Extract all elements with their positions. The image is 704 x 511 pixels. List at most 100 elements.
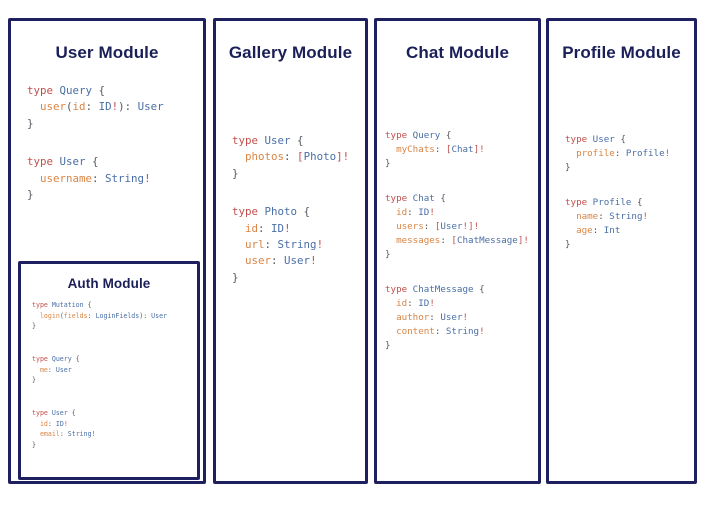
code-gap bbox=[385, 261, 538, 283]
code-block-gallery-module: type User { photos: [Photo]!}type Photo … bbox=[232, 133, 365, 286]
code-token: type bbox=[565, 197, 593, 209]
code-token: Chat bbox=[451, 143, 474, 155]
code-line: username: String! bbox=[27, 171, 203, 187]
code-token: Query bbox=[51, 355, 72, 364]
code-token: Profile bbox=[625, 147, 665, 159]
code-token bbox=[565, 148, 576, 159]
code-token: : bbox=[264, 238, 278, 252]
code-token: User bbox=[51, 409, 68, 418]
code-line: } bbox=[385, 339, 538, 353]
graphql-type-block: type Profile { name: String! age: Int} bbox=[565, 196, 694, 251]
code-token: { bbox=[440, 130, 452, 141]
code-token: user bbox=[40, 100, 67, 114]
code-token: Query bbox=[59, 84, 93, 97]
code-token: id bbox=[396, 298, 408, 310]
code-token: login bbox=[39, 311, 60, 320]
code-token: ! bbox=[342, 150, 350, 164]
code-token: } bbox=[385, 248, 391, 260]
graphql-type-block: type Chat { id: ID! users: [User!]! mess… bbox=[385, 192, 538, 261]
code-line: } bbox=[27, 187, 203, 203]
code-token bbox=[32, 420, 40, 428]
code-token: id bbox=[72, 100, 86, 114]
card-chat-module[interactable]: Chat Module type Query { myChats: [Chat]… bbox=[374, 18, 541, 484]
code-token: photos bbox=[245, 150, 285, 164]
code-token: id bbox=[245, 221, 259, 235]
code-token: ChatMessage bbox=[412, 284, 474, 296]
code-token bbox=[385, 326, 396, 337]
code-line: login(fields: LoginFields): User bbox=[32, 311, 197, 322]
code-line: age: Int bbox=[565, 224, 694, 238]
code-token: type bbox=[385, 193, 413, 205]
code-line: users: [User!]! bbox=[385, 220, 538, 234]
code-line: id: ID! bbox=[32, 419, 197, 430]
card-gallery-module[interactable]: Gallery Module type User { photos: [Phot… bbox=[213, 18, 368, 484]
code-line: type Query { bbox=[27, 83, 203, 99]
code-line: } bbox=[27, 116, 203, 132]
code-token: : bbox=[434, 325, 446, 337]
code-token: User bbox=[440, 311, 463, 323]
code-token: type bbox=[27, 155, 60, 169]
code-line: type User { bbox=[27, 154, 203, 170]
card-auth-module[interactable]: Auth Module type Mutation { login(fields… bbox=[18, 261, 200, 480]
code-token: ! bbox=[310, 254, 317, 268]
code-token: } bbox=[27, 188, 34, 202]
code-line: myChats: [Chat]! bbox=[385, 143, 538, 157]
code-token: users bbox=[396, 220, 424, 232]
code-token: } bbox=[32, 376, 36, 385]
code-token: ! bbox=[429, 207, 435, 219]
code-line: url: String! bbox=[232, 237, 365, 253]
code-line: type Chat { bbox=[385, 192, 538, 206]
code-token: Query bbox=[412, 130, 441, 141]
graphql-type-block: type User { username: String!} bbox=[27, 154, 203, 203]
card-title-chat-module: Chat Module bbox=[405, 43, 510, 62]
code-line: type User { bbox=[232, 133, 365, 149]
code-token bbox=[32, 430, 40, 438]
code-line: me: User bbox=[32, 365, 197, 376]
code-line: } bbox=[32, 440, 197, 451]
code-token: String bbox=[105, 171, 145, 185]
code-token: String bbox=[67, 430, 92, 439]
code-token: id bbox=[396, 207, 408, 219]
code-token: : bbox=[258, 221, 272, 235]
code-token: { bbox=[92, 84, 106, 97]
code-block-auth-module: type Mutation { login(fields: LoginField… bbox=[32, 300, 197, 451]
code-token bbox=[385, 144, 396, 155]
code-gap bbox=[32, 386, 197, 408]
code-token: : bbox=[47, 365, 56, 374]
code-gap bbox=[565, 174, 694, 196]
code-line: profile: Profile! bbox=[565, 147, 694, 161]
code-token: { bbox=[434, 193, 446, 205]
code-block-profile-module: type User { profile: Profile!}type Profi… bbox=[565, 133, 694, 252]
card-user-module[interactable]: User Module type Query { user(id: ID!): … bbox=[8, 18, 206, 484]
code-token: : bbox=[271, 254, 285, 268]
code-token bbox=[385, 235, 396, 246]
code-line: name: String! bbox=[565, 210, 694, 224]
code-token: : bbox=[85, 100, 99, 114]
code-token: ID bbox=[271, 221, 285, 235]
card-profile-module[interactable]: Profile Module type User { profile: Prof… bbox=[546, 18, 697, 484]
code-token: fields bbox=[63, 311, 88, 320]
code-token: Chat bbox=[412, 193, 435, 205]
code-token: User bbox=[592, 134, 615, 145]
code-token: String bbox=[277, 238, 317, 252]
code-token: ! bbox=[664, 147, 671, 159]
code-token: ): bbox=[139, 311, 152, 320]
code-token: ID bbox=[418, 207, 430, 219]
graphql-type-block: type Mutation { login(fields: LoginField… bbox=[32, 300, 197, 332]
code-token: ! bbox=[429, 298, 435, 310]
code-token: profile bbox=[576, 147, 615, 159]
code-token: type bbox=[232, 134, 265, 147]
code-token bbox=[232, 150, 245, 163]
code-token: type bbox=[385, 130, 413, 141]
code-token: ! bbox=[316, 238, 324, 252]
card-title-profile-module: Profile Module bbox=[562, 43, 681, 62]
code-token: myChats bbox=[396, 143, 435, 155]
code-token: username bbox=[40, 171, 93, 185]
code-token: me bbox=[39, 365, 48, 374]
code-token bbox=[32, 366, 40, 374]
card-title-user-module: User Module bbox=[55, 43, 159, 62]
code-token: User bbox=[55, 365, 72, 374]
code-line: } bbox=[385, 157, 538, 171]
code-token: : bbox=[614, 147, 626, 159]
code-token: : bbox=[47, 419, 56, 428]
